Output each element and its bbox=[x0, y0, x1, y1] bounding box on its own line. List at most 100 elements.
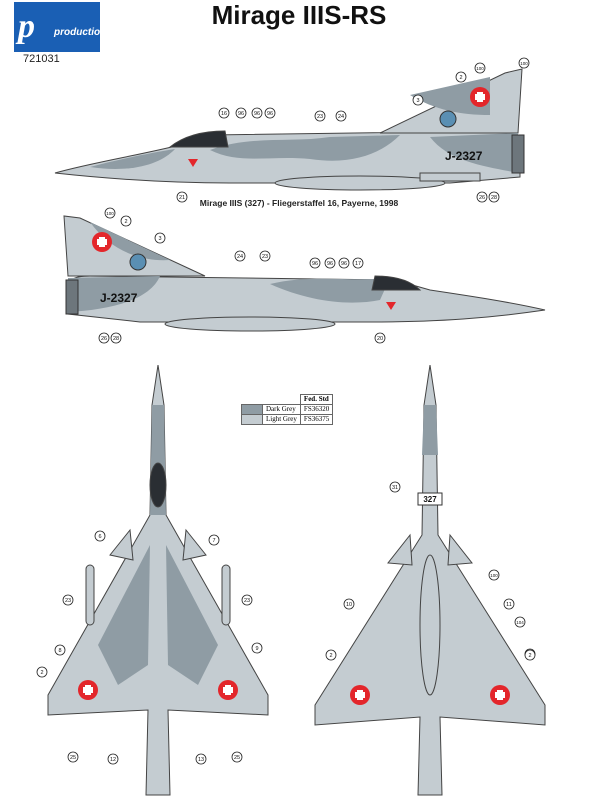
callout-bubble: 25 bbox=[67, 751, 79, 763]
centre-tank bbox=[419, 554, 441, 696]
exhaust bbox=[511, 134, 525, 174]
wing-tank bbox=[85, 564, 95, 626]
callout-number: 96 bbox=[327, 261, 333, 267]
callout-bubble: 24 bbox=[335, 110, 347, 122]
warning-triangle bbox=[386, 302, 396, 310]
callout-bubble: 24 bbox=[234, 250, 246, 262]
callout-number: 23 bbox=[65, 598, 71, 604]
callout-bubble: 17 bbox=[352, 257, 364, 269]
nose-number-box bbox=[417, 492, 443, 506]
exhaust bbox=[65, 279, 79, 315]
callout-bubble: 96 bbox=[338, 257, 350, 269]
callout-bubble: 25 bbox=[231, 751, 243, 763]
callout-bubble: 96 bbox=[235, 107, 247, 119]
callout-number: 24 bbox=[237, 254, 243, 260]
callout-bubble: 23 bbox=[259, 250, 271, 262]
callout-bubble: 12 bbox=[107, 753, 119, 765]
callout-number: 96 bbox=[341, 261, 347, 267]
callout-bubble: 100 bbox=[518, 57, 530, 69]
callout-number: 2 bbox=[124, 219, 127, 225]
callout-bubble: 96 bbox=[324, 257, 336, 269]
callout-number: 25 bbox=[70, 755, 76, 761]
callout-number: 100 bbox=[490, 573, 498, 578]
scheme-caption: Mirage IIIS (327) - Fliegerstaffel 16, P… bbox=[199, 198, 399, 208]
callout-bubble: 28 bbox=[488, 191, 500, 203]
callout-number: 3 bbox=[416, 98, 419, 104]
camo-patch bbox=[422, 405, 438, 455]
callout-number: 11 bbox=[506, 602, 512, 608]
callout-number: 96 bbox=[238, 111, 244, 117]
callout-bubble: 2 bbox=[325, 649, 337, 661]
callout-number: 2 bbox=[329, 653, 332, 659]
callout-bubble: 2 bbox=[524, 649, 536, 661]
callout-number: 10 bbox=[346, 602, 352, 608]
callout-bubble: 100 bbox=[104, 207, 116, 219]
canopy bbox=[149, 462, 167, 508]
callout-number: 96 bbox=[254, 111, 260, 117]
callout-bubble: 23 bbox=[314, 110, 326, 122]
callout-bubble: 96 bbox=[264, 107, 276, 119]
nose-number: 327 bbox=[423, 495, 437, 504]
callout-bubble: 96 bbox=[251, 107, 263, 119]
callout-number: 96 bbox=[267, 111, 273, 117]
brand-logo: p production bbox=[14, 2, 106, 52]
callout-number: 20 bbox=[377, 336, 383, 342]
callout-bubble: 2 bbox=[455, 71, 467, 83]
camo-patch bbox=[90, 149, 175, 169]
callout-number: 2 bbox=[528, 653, 531, 659]
canard-right bbox=[182, 528, 207, 561]
wing-planform bbox=[47, 365, 269, 796]
callout-number: 9 bbox=[255, 646, 258, 652]
logo-text: production bbox=[54, 27, 107, 38]
camo-patch bbox=[430, 133, 518, 173]
callout-bubble: 96 bbox=[309, 257, 321, 269]
callout-bubble: 3 bbox=[412, 94, 424, 106]
callout-number: 31 bbox=[392, 485, 398, 491]
drop-tank bbox=[274, 175, 446, 191]
callout-bubble: 100 bbox=[474, 62, 486, 74]
callout-number: 23 bbox=[317, 114, 323, 120]
callout-number: 96 bbox=[312, 261, 318, 267]
camo-patch bbox=[98, 545, 150, 685]
callout-number: 100 bbox=[476, 66, 484, 71]
callout-number: 26 bbox=[479, 195, 485, 201]
page-title: Mirage IIIS-RS bbox=[211, 0, 387, 30]
camo-patch bbox=[270, 278, 390, 303]
callout-number: 104 bbox=[516, 620, 524, 625]
callout-number: 28 bbox=[113, 336, 119, 342]
callout-number: 3 bbox=[158, 236, 161, 242]
callout-bubble: 16 bbox=[218, 107, 230, 119]
camo-patch bbox=[166, 545, 218, 685]
canard-right bbox=[447, 533, 473, 566]
warning-triangle bbox=[188, 159, 198, 167]
wing-tank bbox=[221, 564, 231, 626]
callout-number: 7 bbox=[212, 538, 215, 544]
canopy bbox=[168, 130, 229, 148]
callout-number: 25 bbox=[234, 755, 240, 761]
callout-number: 17 bbox=[355, 261, 361, 267]
pylon-store bbox=[419, 172, 481, 182]
camo-patch bbox=[90, 222, 170, 261]
callout-number: 2 bbox=[40, 670, 43, 676]
callout-bubble: 3 bbox=[154, 232, 166, 244]
catalog-number: 721031 bbox=[23, 53, 60, 65]
callout-bubble: 104 bbox=[514, 616, 526, 628]
callout-number: 6 bbox=[98, 534, 101, 540]
callout-bubble: 28 bbox=[110, 332, 122, 344]
callout-number: 100 bbox=[520, 61, 528, 66]
callout-number: 26 bbox=[101, 336, 107, 342]
callout-bubble: 23 bbox=[241, 594, 253, 606]
callout-bubble: 31 bbox=[389, 481, 401, 493]
drop-tank bbox=[164, 316, 336, 332]
callout-bubble: 26 bbox=[476, 191, 488, 203]
callout-bubble: 8 bbox=[54, 644, 66, 656]
callout-number: 23 bbox=[244, 598, 250, 604]
serial-number: J-2327 bbox=[100, 291, 138, 305]
callout-number: 21 bbox=[179, 195, 185, 201]
callout-bubble: 100 bbox=[488, 569, 500, 581]
logo-mark: p bbox=[18, 8, 35, 45]
callout-number: 28 bbox=[491, 195, 497, 201]
side-view-right: J-2327 bbox=[54, 68, 525, 191]
